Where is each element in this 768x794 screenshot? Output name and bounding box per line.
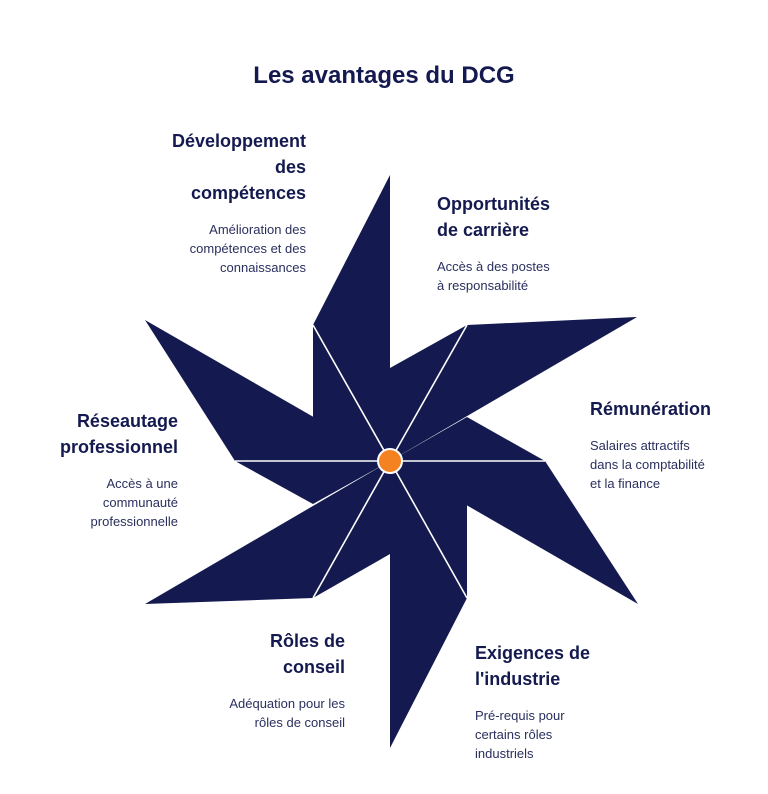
description-line: et la finance [590, 476, 661, 491]
blade-lower-left [145, 461, 390, 604]
heading-line: compétences [190, 183, 306, 203]
description-line: rôles de conseil [254, 715, 345, 730]
item-roles-conseil: Rôles de conseil Adéquation pour les rôl… [150, 628, 345, 732]
item-description: Accès à une communauté professionnelle [18, 474, 178, 531]
item-heading: Opportunités de carrière [437, 191, 617, 243]
divider-line [312, 324, 391, 462]
pinwheel-dividers [235, 324, 545, 599]
heading-line: l'industrie [475, 669, 561, 689]
divider-line [389, 324, 468, 462]
description-line: à responsabilité [437, 278, 529, 293]
center-hub [377, 448, 403, 474]
blade-right-inner [390, 417, 545, 461]
item-heading: Rémunération [590, 396, 760, 422]
item-remuneration: Rémunération Salaires attractifs dans la… [590, 396, 760, 493]
description-line: professionnelle [90, 514, 178, 529]
blade-bottom [390, 461, 467, 748]
item-heading: Réseautage professionnel [18, 408, 178, 460]
divider-line [389, 460, 468, 599]
description-line: Accès à une [106, 476, 178, 491]
item-developpement-competences: Développement des compétences Améliorati… [110, 128, 306, 277]
description-line: dans la comptabilité [590, 457, 705, 472]
description-line: certains rôles [475, 727, 553, 742]
heading-line: Rémunération [590, 399, 712, 419]
description-line: compétences et des [189, 241, 306, 256]
heading-line: conseil [282, 657, 345, 677]
heading-line: des [274, 157, 306, 177]
description-line: communauté [102, 495, 178, 510]
item-heading: Développement des compétences [110, 128, 306, 206]
heading-line: Opportunités [437, 194, 550, 214]
blade-left [145, 320, 390, 461]
description-line: Salaires attractifs [590, 438, 690, 453]
heading-line: Réseautage [76, 411, 178, 431]
item-description: Adéquation pour les rôles de conseil [150, 694, 345, 732]
item-heading: Rôles de conseil [150, 628, 345, 680]
heading-line: Développement [171, 131, 306, 151]
heading-line: Rôles de [269, 631, 345, 651]
description-line: Amélioration des [209, 222, 306, 237]
item-opportunites-carriere: Opportunités de carrière Accès à des pos… [437, 191, 617, 295]
item-description: Amélioration des compétences et des conn… [110, 220, 306, 277]
divider-line [312, 460, 391, 599]
description-line: Accès à des postes [437, 259, 550, 274]
blade-top [313, 175, 390, 461]
blade-left-inner [235, 461, 390, 504]
description-line: industriels [475, 746, 534, 761]
item-description: Accès à des postes à responsabilité [437, 257, 617, 295]
heading-line: professionnel [59, 437, 178, 457]
description-line: Pré-requis pour [475, 708, 565, 723]
item-heading: Exigences de l'industrie [475, 640, 655, 692]
description-line: Adéquation pour les [229, 696, 345, 711]
item-exigences-industrie: Exigences de l'industrie Pré-requis pour… [475, 640, 655, 763]
description-line: connaissances [220, 260, 306, 275]
heading-line: Exigences de [475, 643, 591, 663]
page-title: Les avantages du DCG [253, 62, 515, 89]
item-reseautage-professionnel: Réseautage professionnel Accès à une com… [18, 408, 178, 531]
item-description: Salaires attractifs dans la comptabilité… [590, 436, 760, 493]
item-description: Pré-requis pour certains rôles industrie… [475, 706, 655, 763]
heading-line: de carrière [437, 220, 530, 240]
